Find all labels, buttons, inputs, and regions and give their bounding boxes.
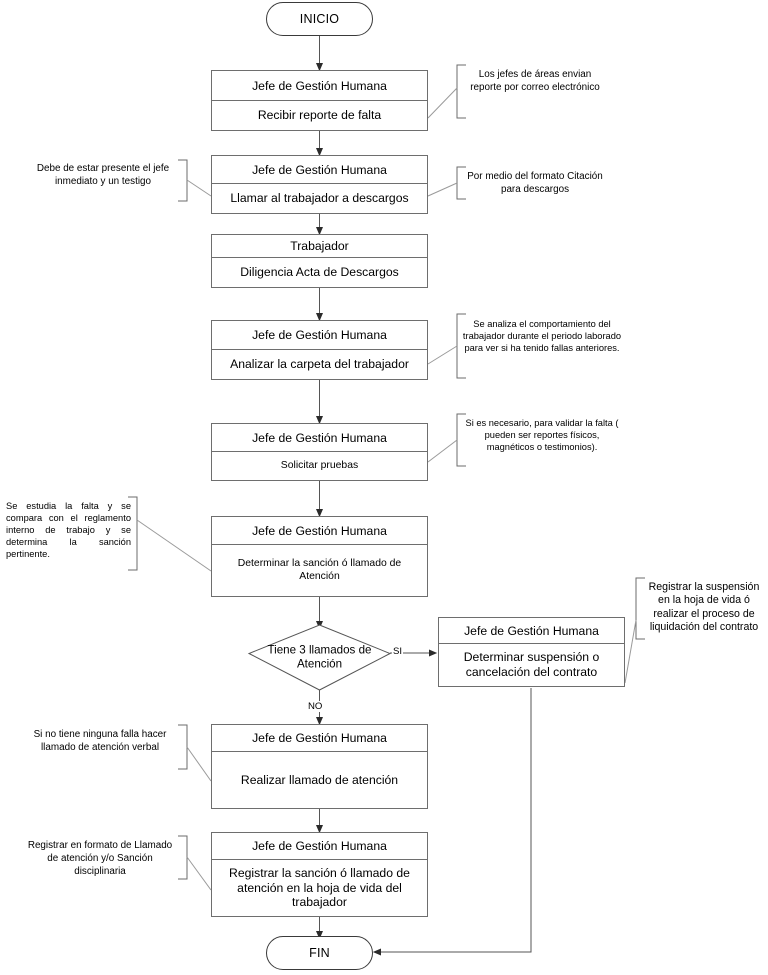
annotation-note-9: Registrar en formato de Llamado de atenc… <box>27 840 173 877</box>
process-role: Jefe de Gestión Humana <box>212 321 427 350</box>
terminator-end-label: FIN <box>309 946 330 960</box>
process-action: Recibir reporte de falta <box>257 108 382 123</box>
edge-label-si: SI <box>392 646 404 657</box>
annotation-note-2: Debe de estar presente el jefe inmediato… <box>36 163 170 187</box>
process-action: Llamar al trabajador a descargos <box>230 191 409 206</box>
process-role: Jefe de Gestión Humana <box>212 156 427 184</box>
decision-diamond-shape <box>247 624 392 691</box>
process-action: Realizar llamado de atención <box>240 772 399 787</box>
annotation-note-5: Si es necesario, para validar la falta (… <box>465 418 619 453</box>
process-box-analizar-carpeta[interactable]: Jefe de Gestión Humana Analizar la carpe… <box>211 320 428 380</box>
process-action: Registrar la sanción ó llamado de atenci… <box>229 865 410 910</box>
process-action: Analizar la carpeta del trabajador <box>230 357 409 372</box>
process-role: Jefe de Gestión Humana <box>212 424 427 452</box>
process-box-determinar-sancion[interactable]: Jefe de Gestión Humana Determinar la san… <box>211 516 428 597</box>
process-action: Diligencia Acta de Descargos <box>240 265 399 280</box>
process-box-determinar-suspension[interactable]: Jefe de Gestión Humana Determinar suspen… <box>438 617 625 687</box>
process-role: Trabajador <box>212 235 427 258</box>
process-box-registrar-sancion[interactable]: Jefe de Gestión Humana Registrar la sanc… <box>211 832 428 917</box>
terminator-end[interactable]: FIN <box>266 936 373 970</box>
process-action: Solicitar pruebas <box>280 459 359 471</box>
decision-tiene-3-llamados[interactable]: Tiene 3 llamados de Atención <box>249 625 390 690</box>
process-action: Determinar la sanción ó llamado de Atenc… <box>237 557 402 582</box>
process-box-recibir-reporte[interactable]: Jefe de Gestión Humana Recibir reporte d… <box>211 70 428 131</box>
annotation-note-7: Registrar la suspensión en la hoja de vi… <box>648 581 760 634</box>
process-box-llamar-trabajador[interactable]: Jefe de Gestión Humana Llamar al trabaja… <box>211 155 428 214</box>
annotation-note-8: Si no tiene ninguna falla hacer llamado … <box>33 729 167 753</box>
annotation-note-1: Los jefes de áreas envian reporte por co… <box>470 69 600 93</box>
process-box-realizar-llamado[interactable]: Jefe de Gestión Humana Realizar llamado … <box>211 724 428 809</box>
process-action: Determinar suspensión o cancelación del … <box>463 650 600 679</box>
decision-label: Tiene 3 llamados de Atención <box>267 643 372 671</box>
annotation-note-4: Se analiza el comportamiento del trabaja… <box>462 319 622 354</box>
edge-label-no: NO <box>307 701 324 712</box>
process-role: Jefe de Gestión Humana <box>212 725 427 752</box>
process-box-diligencia-acta[interactable]: Trabajador Diligencia Acta de Descargos <box>211 234 428 288</box>
annotation-note-3: Por medio del formato Citación para desc… <box>467 171 603 195</box>
terminator-start-label: INICIO <box>299 12 340 26</box>
terminator-start[interactable]: INICIO <box>266 2 373 36</box>
annotation-note-6: Se estudia la falta y se compara con el … <box>6 501 131 560</box>
process-role: Jefe de Gestión Humana <box>212 71 427 101</box>
process-role: Jefe de Gestión Humana <box>212 517 427 545</box>
process-role: Jefe de Gestión Humana <box>439 618 624 644</box>
process-role: Jefe de Gestión Humana <box>212 833 427 860</box>
process-box-solicitar-pruebas[interactable]: Jefe de Gestión Humana Solicitar pruebas <box>211 423 428 481</box>
